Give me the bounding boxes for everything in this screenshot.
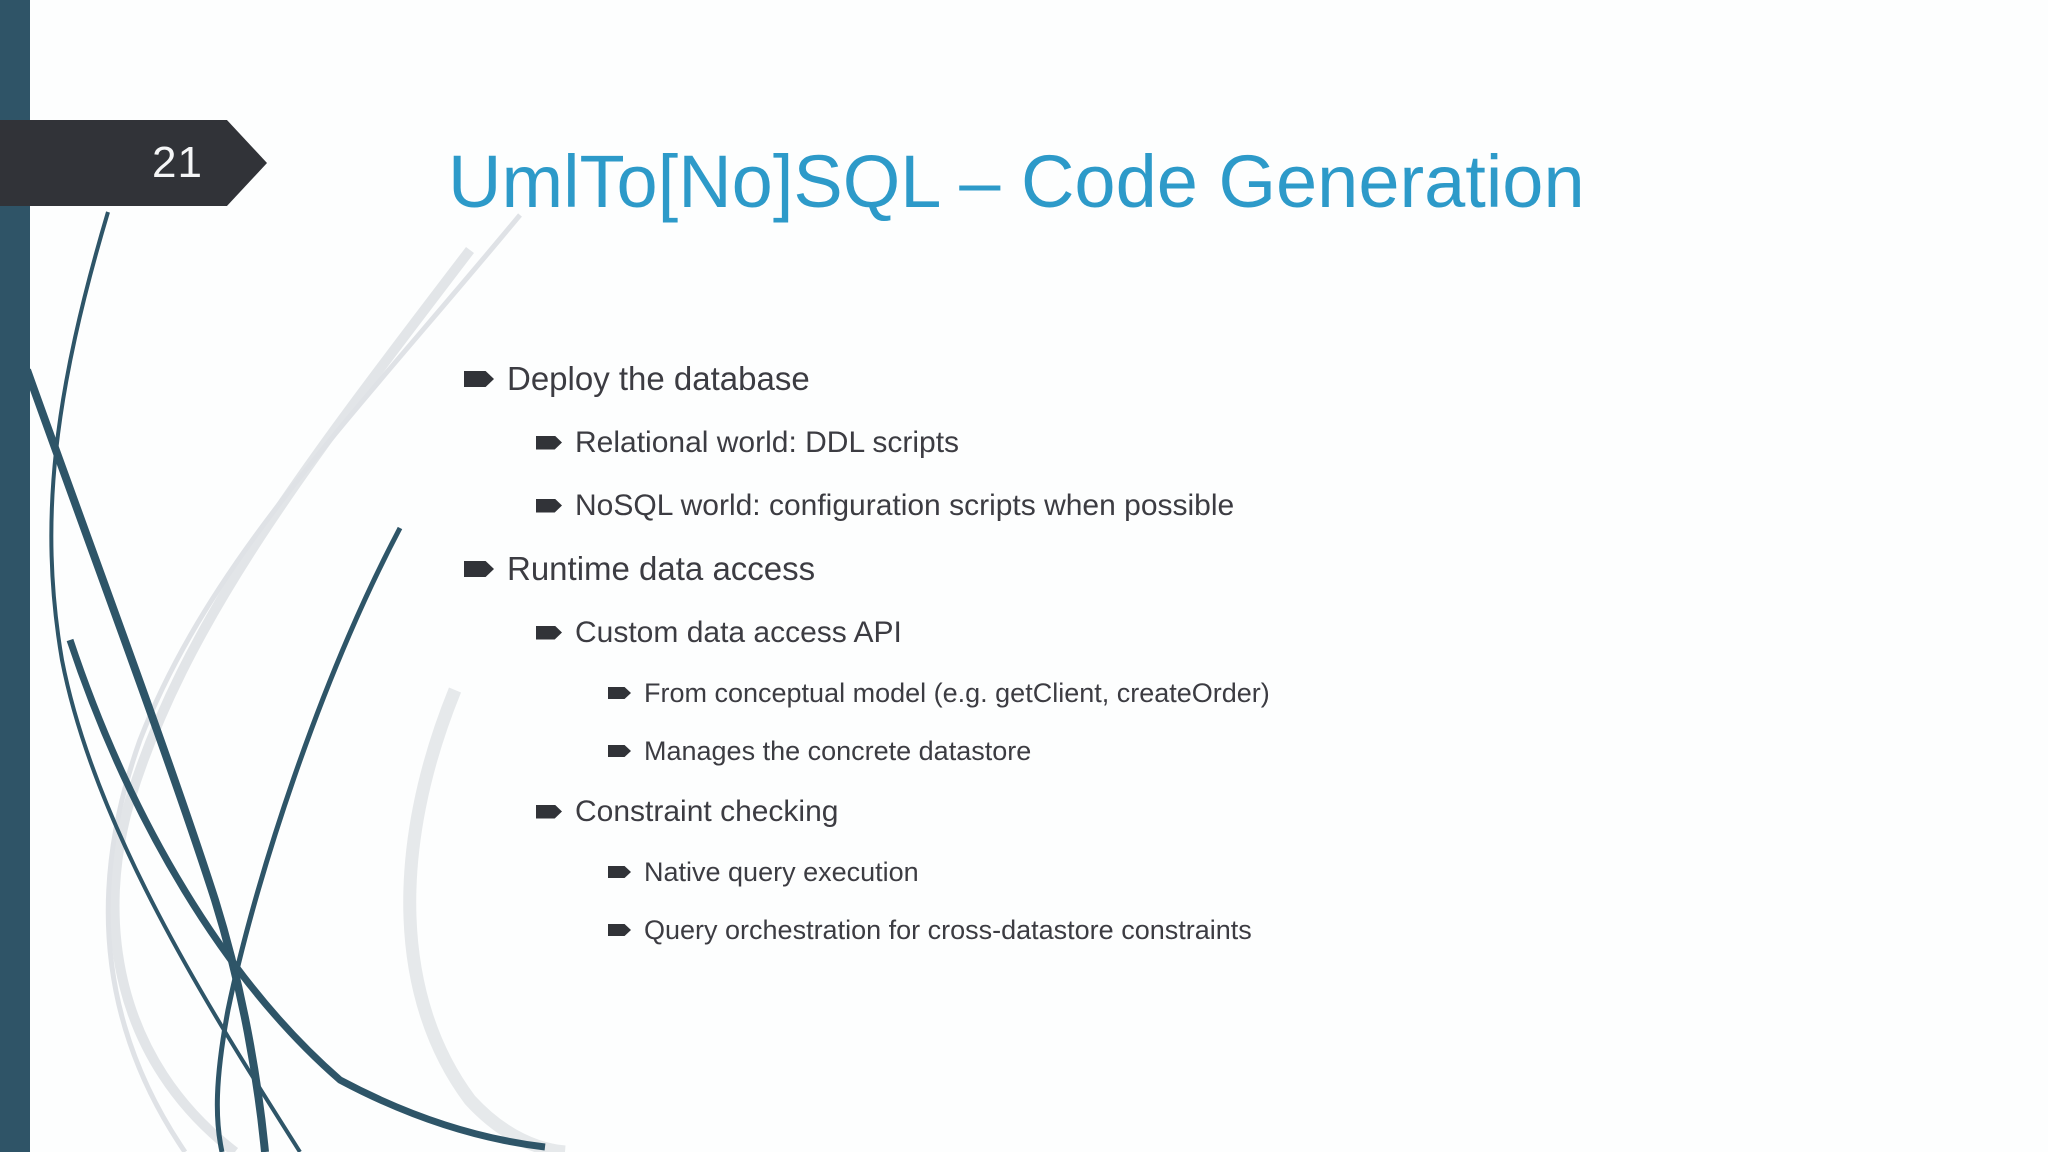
list-item: From conceptual model (e.g. getClient, c…: [0, 664, 2048, 722]
list-item: Custom data access API: [0, 601, 2048, 664]
slide-number-badge: 21: [0, 120, 267, 206]
list-item: Manages the concrete datastore: [0, 722, 2048, 780]
list-item: NoSQL world: configuration scripts when …: [0, 474, 2048, 537]
arrow-bullet-icon: [608, 745, 631, 757]
list-item-label: Deploy the database: [507, 360, 810, 397]
arrow-bullet-icon: [464, 561, 494, 577]
arrow-bullet-icon: [464, 371, 494, 387]
arrow-bullet-icon: [608, 687, 631, 699]
list-item-label: Constraint checking: [575, 794, 839, 828]
list-item-label: Custom data access API: [575, 615, 902, 649]
list-item: Runtime data access: [0, 537, 2048, 601]
list-item: Query orchestration for cross-datastore …: [0, 901, 2048, 959]
list-item-label: Relational world: DDL scripts: [575, 425, 960, 459]
list-item-label: NoSQL world: configuration scripts when …: [575, 488, 1235, 522]
list-item-label: Manages the concrete datastore: [644, 735, 1032, 766]
arrow-bullet-icon: [608, 866, 631, 878]
arrow-bullet-icon: [608, 924, 631, 936]
list-item: Relational world: DDL scripts: [0, 411, 2048, 474]
list-item: Constraint checking: [0, 780, 2048, 843]
arrow-bullet-icon: [536, 625, 562, 640]
bullet-list: Deploy the database Relational world: DD…: [0, 347, 2048, 959]
slide-title: UmlTo[No]SQL – Code Generation: [448, 139, 1585, 223]
list-item-label: Query orchestration for cross-datastore …: [644, 914, 1252, 945]
list-item: Native query execution: [0, 843, 2048, 901]
slide-number: 21: [152, 138, 203, 187]
list-item-label: Runtime data access: [507, 550, 816, 587]
list-item: Deploy the database: [0, 347, 2048, 411]
arrow-bullet-icon: [536, 435, 562, 450]
arrow-bullet-icon: [536, 804, 562, 819]
arrow-bullet-icon: [536, 498, 562, 513]
list-item-label: Native query execution: [644, 856, 919, 887]
list-item-label: From conceptual model (e.g. getClient, c…: [644, 677, 1270, 708]
